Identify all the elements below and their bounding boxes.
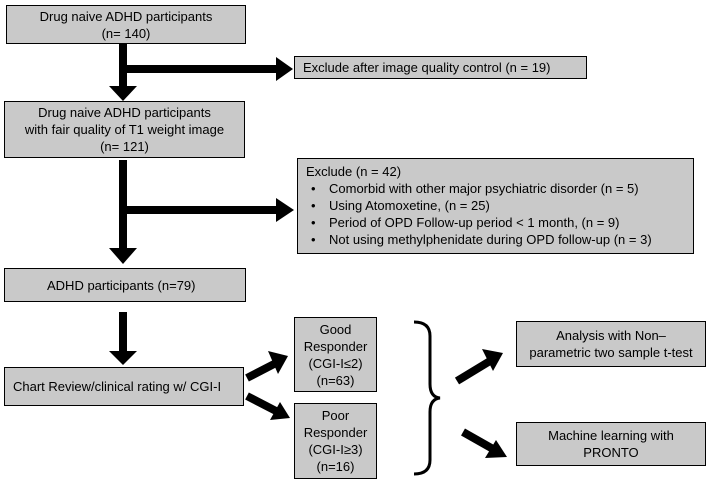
bullet-icon: • <box>311 198 316 213</box>
bullet-icon: • <box>311 215 316 230</box>
exclude-criteria-item: • Comorbid with other major psychiatric … <box>306 180 693 197</box>
fair-quality-line-1: Drug naive ADHD participants <box>38 105 211 120</box>
bullet-icon: • <box>311 232 316 247</box>
exclude-criteria-item-text: Not using methylphenidate during OPD fol… <box>329 232 652 247</box>
machine-learning-box: Machine learning with PRONTO <box>516 422 706 466</box>
good-responder-line-4: (n=63) <box>316 372 355 388</box>
arrow-to-good-head <box>268 351 288 374</box>
exclude-quality-text: Exclude after image quality control (n =… <box>303 60 551 75</box>
bullet-icon: • <box>311 181 316 196</box>
exclude-criteria-item-text: Comorbid with other major psychiatric di… <box>329 181 639 196</box>
exclude-criteria-box: Exclude (n = 42) • Comorbid with other m… <box>297 158 694 254</box>
good-responder-line-1: Good <box>319 321 352 337</box>
fair-quality-line-3: (n= 121) <box>100 139 149 154</box>
machine-learning-line-2: PRONTO <box>583 445 639 460</box>
initial-participants-line-1: Drug naive ADHD participants <box>39 8 213 24</box>
exclude-criteria-item-text: Using Atomoxetine, (n = 25) <box>329 198 490 213</box>
exclude-criteria-item: • Period of OPD Follow-up period < 1 mon… <box>306 214 693 231</box>
arrow-to-good-shaft <box>245 359 278 382</box>
arrow-to-analysis-shaft <box>454 357 493 385</box>
good-responder-box: Good Responder (CGI-I≤2) (n=63) <box>294 317 377 392</box>
chart-review-text: Chart Review/clinical rating w/ CGI-I <box>13 379 222 394</box>
arrow-to-ml-head <box>485 440 507 458</box>
poor-responder-line-1: Poor <box>321 408 350 423</box>
branch-arrow-2-head <box>276 198 294 222</box>
poor-responder-line-4: (n=16) <box>316 459 355 474</box>
adhd-participants-box: ADHD participants (n=79) <box>4 268 246 302</box>
exclude-quality-box: Exclude after image quality control (n =… <box>294 56 587 79</box>
chart-review-box: Chart Review/clinical rating w/ CGI-I <box>4 367 244 406</box>
fair-quality-box: Drug naive ADHD participants with fair q… <box>4 101 245 158</box>
exclude-criteria-title: Exclude (n = 42) <box>306 164 402 179</box>
fair-quality-line-2: with fair quality of T1 weight image <box>24 122 225 137</box>
poor-responder-line-3: (CGI-I≥3) <box>308 442 363 457</box>
analysis-line-1: Analysis with Non– <box>556 328 666 343</box>
machine-learning-line-1: Machine learning with <box>548 428 674 443</box>
analysis-box: Analysis with Non– parametric two sample… <box>516 321 706 367</box>
arrow-to-analysis-head <box>482 349 503 371</box>
exclude-criteria-item-text: Period of OPD Follow-up period < 1 month… <box>329 215 620 230</box>
flow-arrow-2-head <box>109 248 137 264</box>
poor-responder-line-2: Responder <box>303 425 368 440</box>
poor-responder-box: Poor Responder (CGI-I≥3) (n=16) <box>294 403 377 479</box>
exclude-criteria-item: • Not using methylphenidate during OPD f… <box>306 231 693 248</box>
initial-participants-box: Drug naive ADHD participants (n= 140) <box>6 5 246 44</box>
arrow-to-ml-shaft <box>461 428 495 453</box>
analysis-line-2: parametric two sample t-test <box>529 345 693 360</box>
branch-arrow-1-head <box>276 57 293 81</box>
good-responder-line-2: Responder <box>303 338 368 354</box>
arrow-to-poor-head <box>270 402 290 420</box>
responder-brace <box>413 320 441 476</box>
flow-arrow-1-head <box>109 86 137 101</box>
good-responder-line-3: (CGI-I≤2) <box>308 355 363 371</box>
initial-participants-line-2: (n= 140) <box>101 25 151 41</box>
arrow-to-poor-shaft <box>245 392 278 415</box>
flow-arrow-3-head <box>109 351 137 365</box>
exclude-criteria-item: • Using Atomoxetine, (n = 25) <box>306 197 693 214</box>
adhd-participants-text: ADHD participants (n=79) <box>47 277 196 293</box>
